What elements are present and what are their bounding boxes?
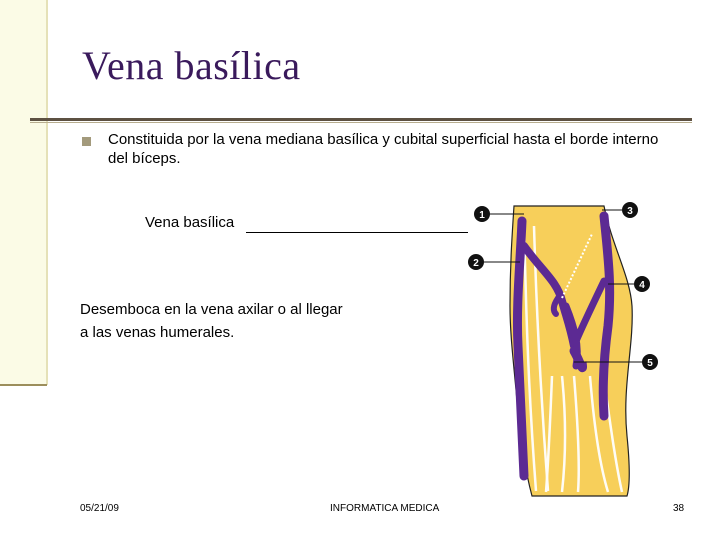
slide-title: Vena basílica: [82, 43, 301, 88]
left-band-edge: [46, 0, 48, 385]
left-band-foot-line: [0, 384, 47, 386]
vena-basilica-label: Vena basílica: [145, 214, 235, 231]
title-rule: [30, 118, 692, 121]
badge-4-label: 4: [639, 280, 645, 291]
badge-5-label: 5: [647, 358, 653, 369]
footer-center: INFORMATICA MEDICA: [330, 503, 440, 514]
badge-1: 1: [474, 206, 490, 222]
bullet-text: Constituida por la vena mediana basílica…: [108, 131, 659, 167]
footer-date: 05/21/09: [80, 503, 119, 514]
badge-5: 5: [642, 354, 658, 370]
callout-lines: [484, 209, 642, 363]
median-cubital-vein: [520, 242, 578, 350]
vein-network: [512, 211, 615, 481]
cephalic-vein: [512, 216, 529, 481]
footer-page-number: 38: [673, 503, 685, 514]
bullet-square-icon: [82, 137, 91, 146]
badge-2-label: 2: [473, 258, 479, 269]
badge-1-label: 1: [479, 210, 485, 221]
badge-2: 2: [468, 254, 484, 270]
label-leader-line: [246, 232, 468, 233]
desemboca-text-line-1: Desemboca en la vena axilar o al llegar: [80, 301, 343, 318]
basilic-vein: [598, 211, 615, 421]
badge-4: 4: [634, 276, 650, 292]
badge-3-label: 3: [627, 206, 633, 217]
title-rule-thin: [30, 122, 692, 123]
badge-3: 3: [622, 202, 638, 218]
desemboca-text-line-2: a las venas humerales.: [80, 324, 235, 341]
arm-veins-diagram: 1 2 3 4 5: [468, 202, 658, 497]
left-decorative-band: [0, 0, 47, 385]
